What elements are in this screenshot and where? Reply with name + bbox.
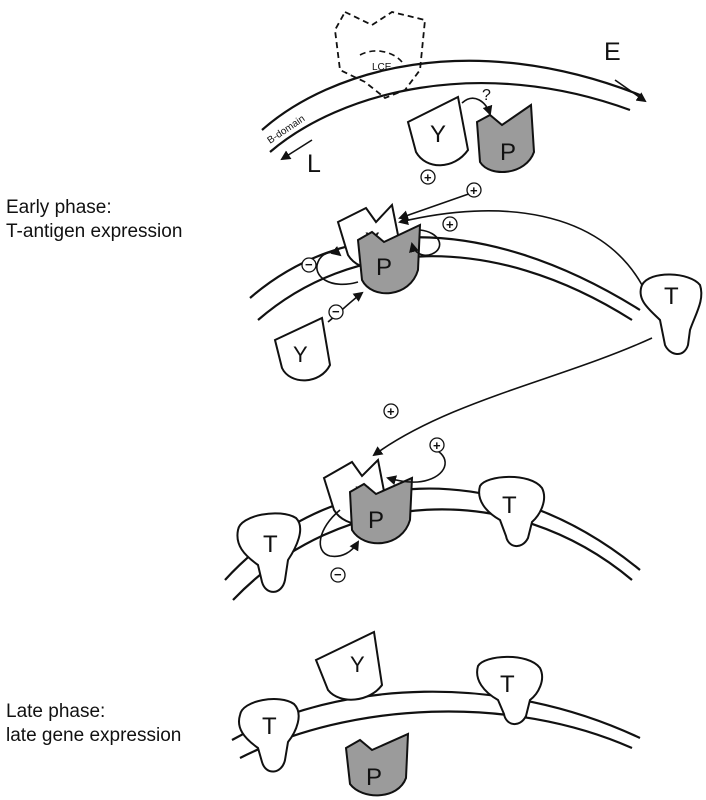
late-direction-label: L	[307, 150, 321, 178]
panel-early-phase: Y P Y T + + + − −	[250, 170, 701, 380]
svg-text:−: −	[332, 304, 340, 319]
svg-text:+: +	[470, 183, 478, 198]
p-self-activation-arrow	[388, 448, 445, 482]
p-self-activation-sign: +	[443, 217, 457, 232]
early-phase-label: Early phase: T-antigen expression	[6, 196, 182, 244]
p-protein-label: P	[368, 507, 384, 534]
svg-text:+: +	[446, 217, 454, 232]
early-phase-subtitle: T-antigen expression	[6, 220, 182, 244]
t-antigen-label: T	[502, 492, 517, 519]
t-antigen-label: T	[263, 531, 278, 558]
lce-label: LCE	[372, 62, 392, 73]
p-self-activation-sign: +	[430, 438, 444, 453]
late-phase-title: Late phase:	[6, 700, 181, 724]
t-antigen-label: T	[500, 671, 515, 698]
early-direction-arrow	[615, 80, 645, 101]
svg-text:−: −	[334, 567, 342, 582]
activation-sign: +	[421, 170, 435, 185]
t-activation-arrow	[374, 338, 652, 455]
early-direction-label: E	[604, 38, 621, 66]
t-antigen-label: T	[664, 283, 679, 310]
panel-transition: + Y P T T + −	[225, 338, 652, 600]
t-activation-arrow	[400, 211, 642, 285]
svg-text:+: +	[387, 404, 395, 419]
y-protein-detached	[316, 632, 382, 700]
lce-outline-inner	[360, 51, 402, 62]
y-protein-label: Y	[293, 342, 308, 367]
svg-text:−: −	[305, 257, 313, 272]
repression-sign-lower: −	[329, 304, 343, 319]
y-protein-label: Y	[430, 121, 446, 148]
panel-late-phase: Y T T P	[232, 632, 640, 795]
t-activation-sign: +	[384, 404, 398, 419]
t-antigen-label: T	[262, 713, 277, 740]
early-phase-title: Early phase:	[6, 196, 182, 220]
repression-sign: −	[331, 567, 345, 582]
question-mark: ?	[482, 87, 491, 104]
svg-text:+: +	[433, 438, 441, 453]
p-protein-label: P	[376, 254, 392, 281]
p-protein-label: P	[500, 139, 516, 166]
late-phase-subtitle: late gene expression	[6, 724, 181, 748]
svg-text:+: +	[424, 170, 432, 185]
p-protein-label: P	[366, 764, 382, 791]
panel-regulatory-region: LCE B-domain E L Y P ?	[262, 12, 645, 178]
dna-strand-upper	[250, 237, 640, 310]
y-protein-label: Y	[350, 652, 365, 677]
late-phase-label: Late phase: late gene expression	[6, 700, 181, 748]
repression-sign-upper: −	[302, 257, 316, 272]
lce-outline	[335, 12, 425, 98]
t-activation-sign: +	[467, 183, 481, 198]
